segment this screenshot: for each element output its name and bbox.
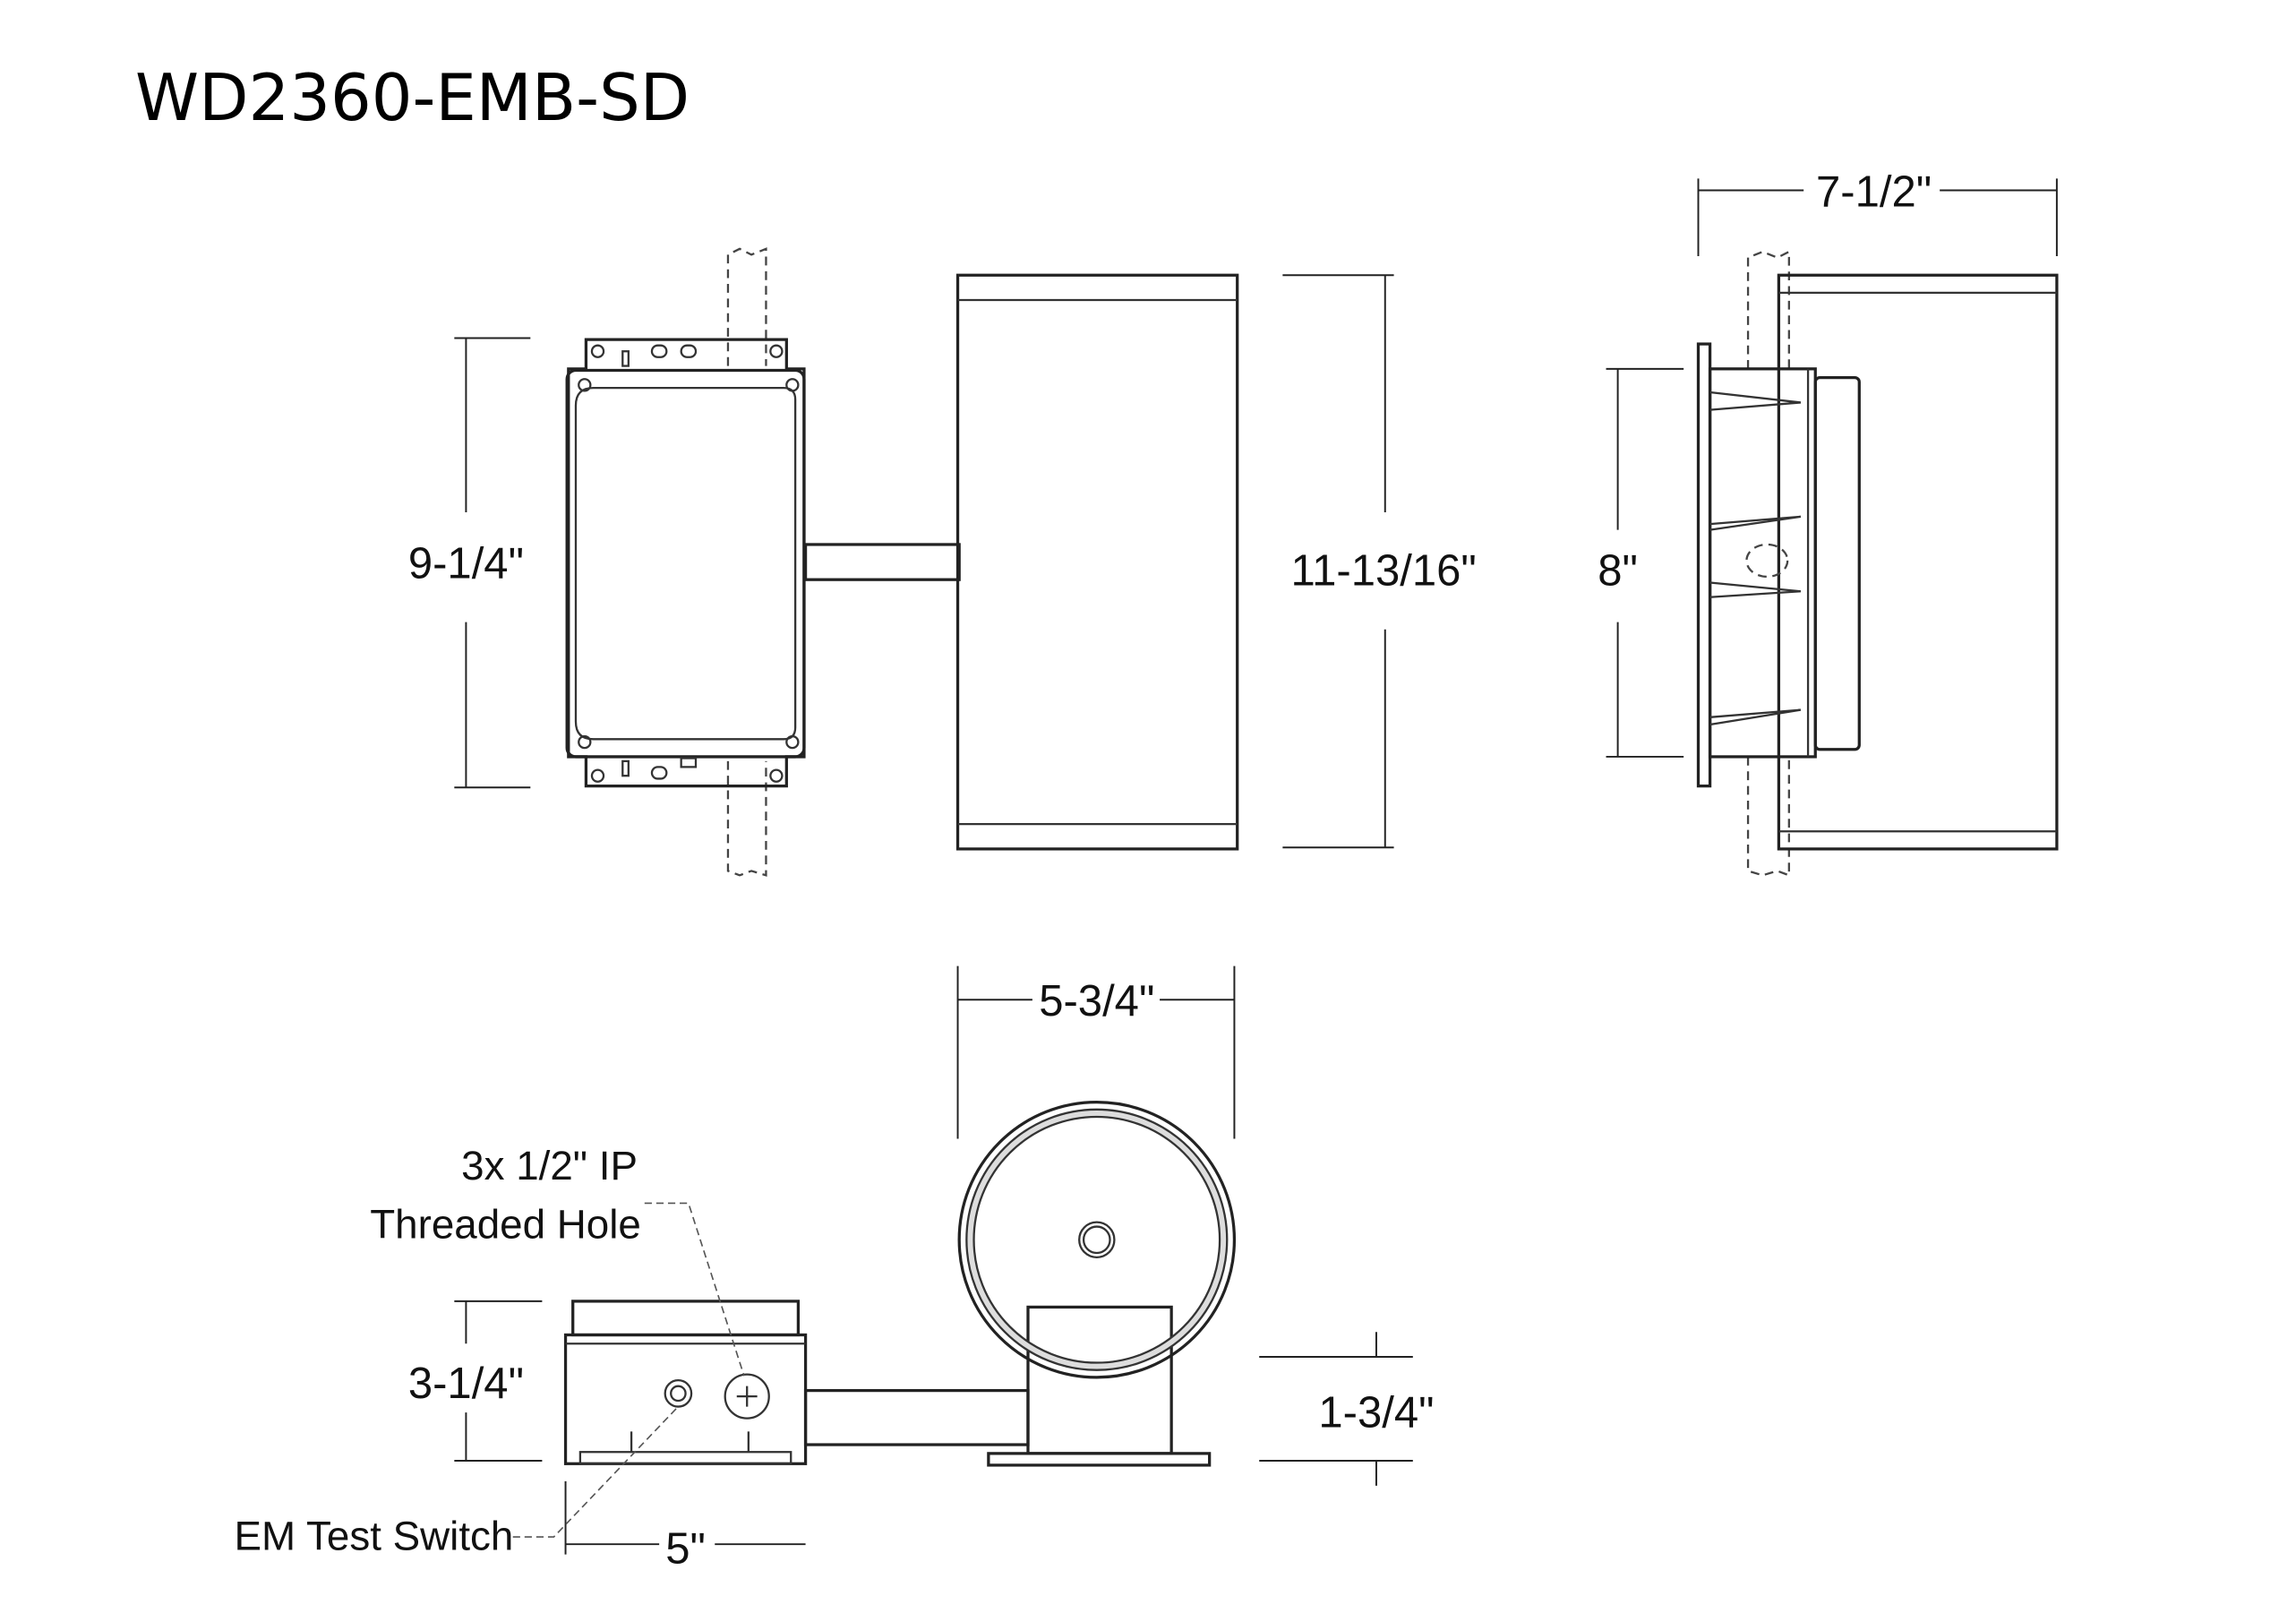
bottom-view xyxy=(563,1100,1237,1467)
svg-text:5-3/4": 5-3/4" xyxy=(1039,977,1154,1025)
front-view xyxy=(565,247,1239,877)
dimension-side-depth: 7-1/2" xyxy=(1697,167,2058,257)
dimension-bottom-box-height: 3-1/4" xyxy=(408,1300,543,1463)
dimension-front-box-height: 9-1/4" xyxy=(408,337,531,789)
side-view xyxy=(1696,250,2059,877)
svg-text:3x 1/2" IP: 3x 1/2" IP xyxy=(461,1143,638,1188)
svg-text:EM Test Switch: EM Test Switch xyxy=(235,1514,514,1559)
dimension-fixture-height: 11-13/16" xyxy=(1282,274,1477,849)
dimension-side-box-height: 8" xyxy=(1598,367,1684,758)
dimension-bottom-box-width: 5" xyxy=(564,1480,806,1573)
svg-text:11-13/16": 11-13/16" xyxy=(1290,547,1476,596)
svg-text:Threaded Hole: Threaded Hole xyxy=(370,1202,641,1248)
callout-em-test-switch: EM Test Switch xyxy=(235,1407,678,1559)
dimension-bottom-base-height: 1-3/4" xyxy=(1259,1332,1435,1486)
svg-text:9-1/4": 9-1/4" xyxy=(408,540,524,588)
drawing-title: WD2360-EMB-SD xyxy=(135,60,690,135)
svg-text:1-3/4": 1-3/4" xyxy=(1318,1388,1434,1437)
threaded-hole-screw-icon xyxy=(724,1373,770,1420)
svg-text:5": 5" xyxy=(665,1524,706,1573)
svg-text:7-1/2": 7-1/2" xyxy=(1816,167,1932,216)
svg-text:3-1/4": 3-1/4" xyxy=(408,1360,524,1408)
callout-threaded-hole: 3x 1/2" IP Threaded Hole xyxy=(370,1143,745,1377)
svg-text:8": 8" xyxy=(1598,547,1638,596)
dimension-bottom-diameter: 5-3/4" xyxy=(956,965,1236,1139)
